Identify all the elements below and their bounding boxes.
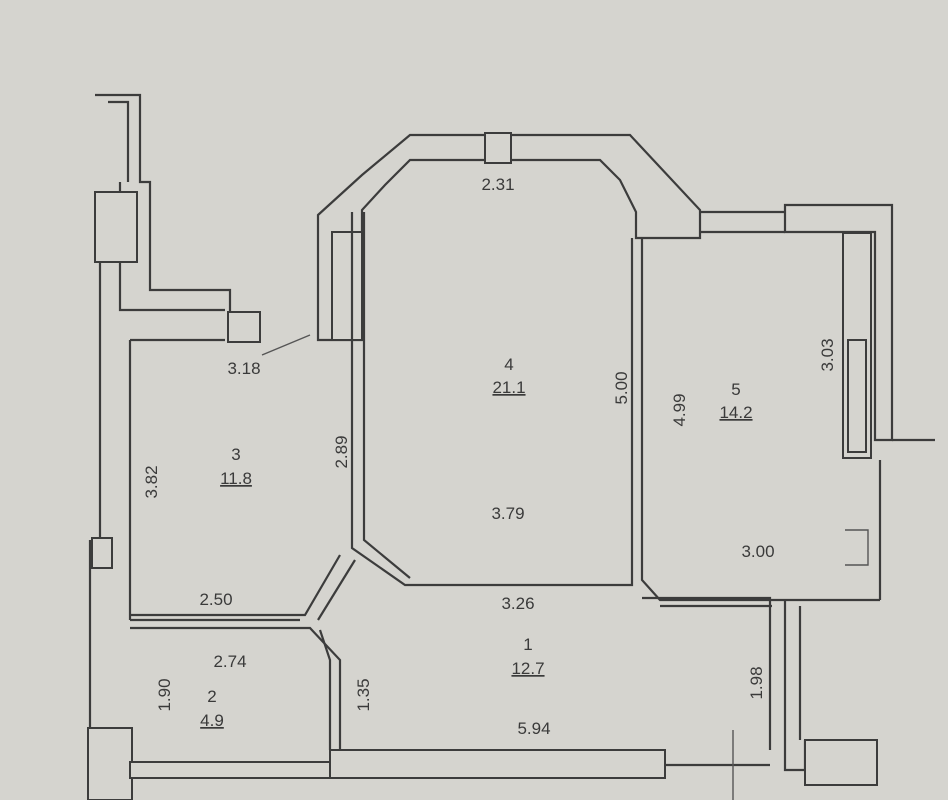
room-3-number: 3 [231,445,240,464]
room-5-area: 14.2 [719,403,752,422]
room-2-number: 2 [207,687,216,706]
room-1-area: 12.7 [511,659,544,678]
walls [87,93,935,800]
dim-room5-right: 3.03 [818,338,837,371]
room-1-number: 1 [523,635,532,654]
dim-hall-top: 3.26 [501,594,534,613]
dim-room3-top: 3.18 [227,359,260,378]
room-4-number: 4 [504,355,513,374]
dim-room3-right: 2.89 [332,435,351,468]
room-4-area: 21.1 [492,378,525,397]
dim-room4-top: 2.31 [481,175,514,194]
room-2-area: 4.9 [200,711,224,730]
dim-hall-bottom: 5.94 [517,719,550,738]
dim-room4-width: 3.79 [491,504,524,523]
dim-hall-left: 1.35 [354,678,373,711]
dim-room2-left: 1.90 [155,678,174,711]
dim-room5-left: 4.99 [670,393,689,426]
dim-room3-left: 3.82 [142,465,161,498]
room-3-area: 11.8 [220,469,252,488]
dim-room5-width: 3.00 [741,542,774,561]
dim-room2-top: 2.74 [213,652,246,671]
dim-room4-right: 5.00 [612,371,631,404]
dim-hall-right: 1.98 [747,666,766,699]
dim-room3-bottom: 2.50 [199,590,232,609]
room-5-number: 5 [731,380,740,399]
